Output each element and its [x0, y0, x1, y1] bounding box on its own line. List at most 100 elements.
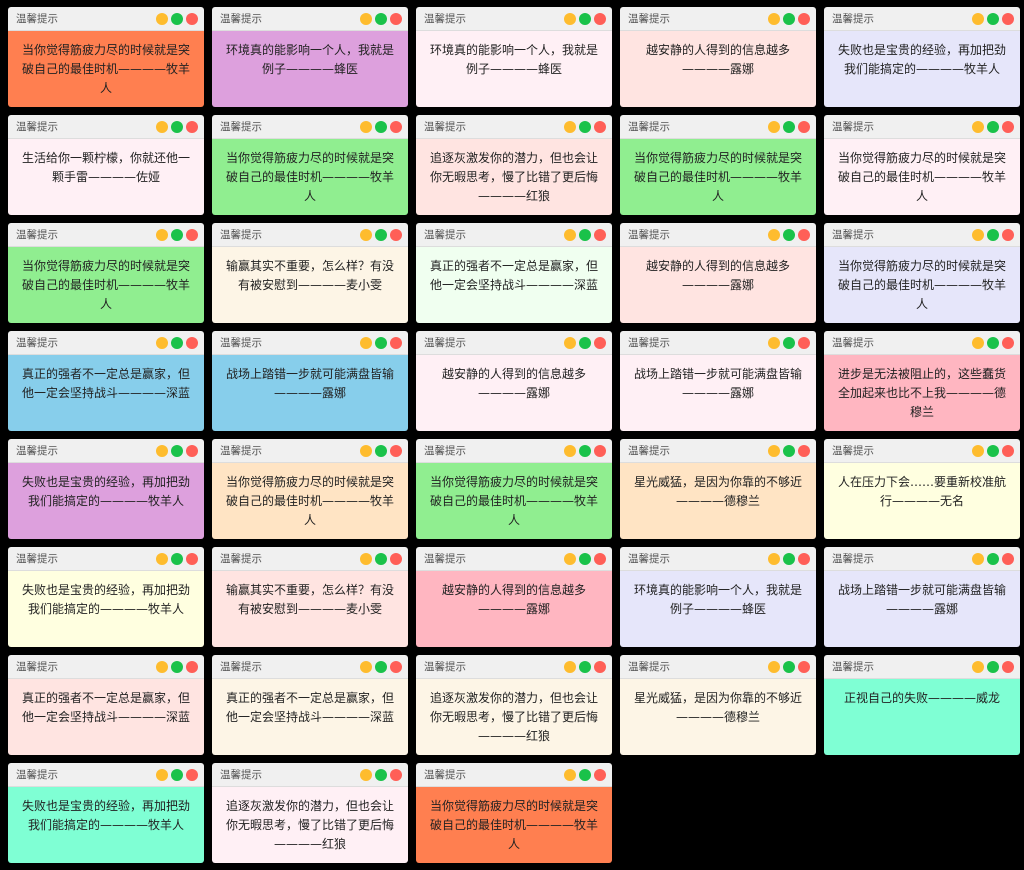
title-bar[interactable]: 温馨提示	[824, 223, 1020, 247]
tip-popup-window[interactable]: 温馨提示环境真的能影响一个人，我就是例子————蜂医	[415, 6, 613, 108]
close-button[interactable]	[1002, 660, 1014, 673]
maximize-button[interactable]	[171, 120, 183, 133]
close-button[interactable]	[798, 444, 810, 457]
close-button[interactable]	[186, 120, 198, 133]
maximize-button[interactable]	[171, 660, 183, 673]
close-button[interactable]	[594, 120, 606, 133]
minimize-button[interactable]	[360, 660, 372, 673]
maximize-button[interactable]	[375, 552, 387, 565]
tip-popup-window[interactable]: 温馨提示正视自己的失败————威龙	[823, 654, 1021, 756]
maximize-button[interactable]	[783, 228, 795, 241]
minimize-button[interactable]	[156, 444, 168, 457]
close-button[interactable]	[798, 228, 810, 241]
minimize-button[interactable]	[360, 768, 372, 781]
title-bar[interactable]: 温馨提示	[416, 7, 612, 31]
title-bar[interactable]: 温馨提示	[8, 655, 204, 679]
title-bar[interactable]: 温馨提示	[620, 655, 816, 679]
maximize-button[interactable]	[987, 120, 999, 133]
tip-popup-window[interactable]: 温馨提示失败也是宝贵的经验，再加把劲我们能搞定的————牧羊人	[7, 546, 205, 648]
title-bar[interactable]: 温馨提示	[824, 331, 1020, 355]
tip-popup-window[interactable]: 温馨提示当你觉得筋疲力尽的时候就是突破自己的最佳时机————牧羊人	[7, 222, 205, 324]
close-button[interactable]	[390, 552, 402, 565]
tip-popup-window[interactable]: 温馨提示真正的强者不一定总是赢家，但他一定会坚持战斗————深蓝	[211, 654, 409, 756]
title-bar[interactable]: 温馨提示	[416, 655, 612, 679]
minimize-button[interactable]	[768, 336, 780, 349]
close-button[interactable]	[186, 336, 198, 349]
title-bar[interactable]: 温馨提示	[212, 763, 408, 787]
maximize-button[interactable]	[579, 444, 591, 457]
maximize-button[interactable]	[987, 552, 999, 565]
minimize-button[interactable]	[768, 12, 780, 25]
close-button[interactable]	[594, 660, 606, 673]
tip-popup-window[interactable]: 温馨提示越安静的人得到的信息越多————露娜	[415, 546, 613, 648]
title-bar[interactable]: 温馨提示	[416, 115, 612, 139]
tip-popup-window[interactable]: 温馨提示进步是无法被阻止的，这些蠢货全加起来也比不上我————德穆兰	[823, 330, 1021, 432]
maximize-button[interactable]	[783, 444, 795, 457]
tip-popup-window[interactable]: 温馨提示战场上踏错一步就可能满盘皆输————露娜	[619, 330, 817, 432]
close-button[interactable]	[1002, 12, 1014, 25]
tip-popup-window[interactable]: 温馨提示越安静的人得到的信息越多————露娜	[415, 330, 613, 432]
tip-popup-window[interactable]: 温馨提示当你觉得筋疲力尽的时候就是突破自己的最佳时机————牧羊人	[211, 114, 409, 216]
maximize-button[interactable]	[171, 768, 183, 781]
minimize-button[interactable]	[768, 660, 780, 673]
title-bar[interactable]: 温馨提示	[212, 7, 408, 31]
tip-popup-window[interactable]: 温馨提示当你觉得筋疲力尽的时候就是突破自己的最佳时机————牧羊人	[211, 438, 409, 540]
title-bar[interactable]: 温馨提示	[8, 331, 204, 355]
minimize-button[interactable]	[768, 120, 780, 133]
close-button[interactable]	[390, 12, 402, 25]
minimize-button[interactable]	[360, 120, 372, 133]
maximize-button[interactable]	[783, 12, 795, 25]
maximize-button[interactable]	[783, 660, 795, 673]
tip-popup-window[interactable]: 温馨提示星光威猛，是因为你靠的不够近————德穆兰	[619, 438, 817, 540]
title-bar[interactable]: 温馨提示	[8, 439, 204, 463]
close-button[interactable]	[798, 552, 810, 565]
minimize-button[interactable]	[156, 12, 168, 25]
tip-popup-window[interactable]: 温馨提示环境真的能影响一个人，我就是例子————蜂医	[211, 6, 409, 108]
tip-popup-window[interactable]: 温馨提示追逐灰激发你的潜力，但也会让你无暇思考，慢了比错了更后悔————红狼	[415, 114, 613, 216]
minimize-button[interactable]	[360, 12, 372, 25]
close-button[interactable]	[798, 336, 810, 349]
close-button[interactable]	[390, 228, 402, 241]
minimize-button[interactable]	[564, 120, 576, 133]
close-button[interactable]	[798, 660, 810, 673]
minimize-button[interactable]	[360, 228, 372, 241]
maximize-button[interactable]	[171, 552, 183, 565]
close-button[interactable]	[186, 552, 198, 565]
tip-popup-window[interactable]: 温馨提示输赢其实不重要，怎么样？有没有被安慰到————麦小雯	[211, 546, 409, 648]
tip-popup-window[interactable]: 温馨提示真正的强者不一定总是赢家，但他一定会坚持战斗————深蓝	[7, 330, 205, 432]
minimize-button[interactable]	[564, 336, 576, 349]
title-bar[interactable]: 温馨提示	[212, 547, 408, 571]
maximize-button[interactable]	[987, 228, 999, 241]
title-bar[interactable]: 温馨提示	[212, 331, 408, 355]
close-button[interactable]	[186, 660, 198, 673]
maximize-button[interactable]	[579, 768, 591, 781]
minimize-button[interactable]	[972, 660, 984, 673]
minimize-button[interactable]	[972, 228, 984, 241]
minimize-button[interactable]	[360, 336, 372, 349]
minimize-button[interactable]	[156, 552, 168, 565]
close-button[interactable]	[186, 444, 198, 457]
close-button[interactable]	[594, 12, 606, 25]
close-button[interactable]	[798, 12, 810, 25]
maximize-button[interactable]	[579, 552, 591, 565]
minimize-button[interactable]	[156, 336, 168, 349]
close-button[interactable]	[594, 228, 606, 241]
minimize-button[interactable]	[564, 228, 576, 241]
minimize-button[interactable]	[564, 768, 576, 781]
title-bar[interactable]: 温馨提示	[824, 547, 1020, 571]
tip-popup-window[interactable]: 温馨提示当你觉得筋疲力尽的时候就是突破自己的最佳时机————牧羊人	[415, 762, 613, 864]
tip-popup-window[interactable]: 温馨提示当你觉得筋疲力尽的时候就是突破自己的最佳时机————牧羊人	[823, 114, 1021, 216]
title-bar[interactable]: 温馨提示	[416, 331, 612, 355]
close-button[interactable]	[594, 768, 606, 781]
maximize-button[interactable]	[783, 336, 795, 349]
minimize-button[interactable]	[156, 228, 168, 241]
minimize-button[interactable]	[972, 444, 984, 457]
title-bar[interactable]: 温馨提示	[620, 7, 816, 31]
maximize-button[interactable]	[171, 336, 183, 349]
close-button[interactable]	[390, 336, 402, 349]
title-bar[interactable]: 温馨提示	[212, 439, 408, 463]
minimize-button[interactable]	[768, 228, 780, 241]
title-bar[interactable]: 温馨提示	[8, 547, 204, 571]
tip-popup-window[interactable]: 温馨提示真正的强者不一定总是赢家，但他一定会坚持战斗————深蓝	[415, 222, 613, 324]
tip-popup-window[interactable]: 温馨提示当你觉得筋疲力尽的时候就是突破自己的最佳时机————牧羊人	[415, 438, 613, 540]
